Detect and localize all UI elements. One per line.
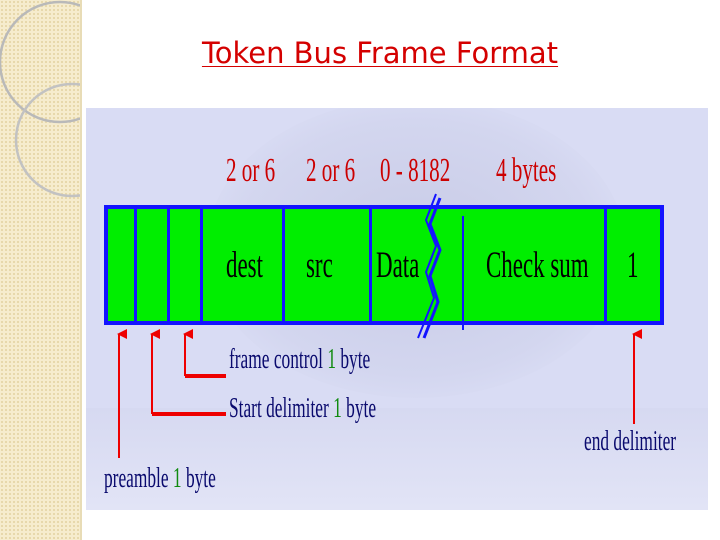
field-label-dest: dest xyxy=(226,245,263,286)
size-label-data: 0 - 8182 xyxy=(380,152,451,189)
data-field-break-marks xyxy=(417,193,464,339)
decorative-circles xyxy=(0,0,80,198)
end-delimiter-annotation: end delimiter xyxy=(584,426,676,458)
start-delimiter-annotation: Start delimiter 1 byte xyxy=(229,393,376,425)
slide-title: Token Bus Frame Format xyxy=(201,36,559,70)
annotation-text: preamble xyxy=(104,463,169,494)
annotation-text: Start delimiter xyxy=(229,393,329,424)
size-label-checksum: 4 bytes xyxy=(496,152,557,189)
annotation-arrows xyxy=(117,329,642,458)
decorative-sidebar xyxy=(0,0,82,540)
annotation-unit: byte xyxy=(185,463,216,494)
annotation-number: 1 xyxy=(327,344,337,375)
annotation-number: 1 xyxy=(333,393,342,424)
field-divider xyxy=(167,205,170,325)
field-label-src: src xyxy=(306,245,333,286)
annotation-text: frame control xyxy=(229,344,323,375)
background-base xyxy=(86,408,708,510)
size-label-dest: 2 or 6 xyxy=(226,152,276,189)
frame-box xyxy=(104,205,664,325)
field-label-data: Data xyxy=(376,245,420,286)
field-divider xyxy=(134,205,137,325)
field-divider xyxy=(282,205,285,325)
size-label-src: 2 or 6 xyxy=(306,152,356,189)
annotation-unit: byte xyxy=(340,344,371,375)
field-label-checksum: Check sum xyxy=(486,245,589,286)
field-label-end: 1 xyxy=(627,245,639,286)
preamble-annotation: preamble 1 byte xyxy=(104,463,216,495)
field-divider xyxy=(369,205,372,325)
annotation-unit: byte xyxy=(346,393,377,424)
annotation-number: 1 xyxy=(172,463,182,494)
frame-control-annotation: frame control 1 byte xyxy=(229,344,370,376)
annotation-text: end delimiter xyxy=(584,426,677,457)
token-bus-frame-diagram: 2 or 6 2 or 6 0 - 8182 4 bytes dest src … xyxy=(86,108,708,510)
field-divider xyxy=(200,205,203,325)
field-divider xyxy=(604,205,607,325)
